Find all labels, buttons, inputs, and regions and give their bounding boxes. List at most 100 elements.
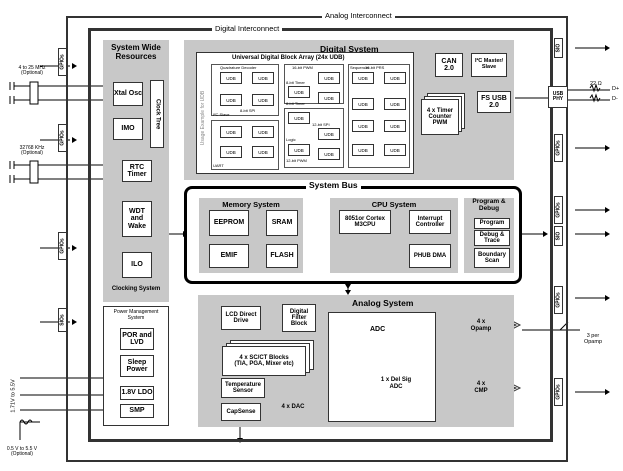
clocking-system-label: Clocking System	[111, 286, 161, 292]
udb-block: UDB	[384, 72, 406, 84]
scct-blocks: 4 x SC/CT Blocks (TIA, PGA, Mixer etc)	[222, 346, 306, 376]
udb-block: UDB	[252, 94, 274, 106]
udb-block: UDB	[318, 128, 340, 140]
boost-label: 0.5 V to 5.5 V (Optional)	[6, 446, 38, 458]
sio-left: SIOs	[58, 308, 67, 332]
udb-label-seq: Sequencer	[350, 65, 370, 70]
sio-right-2: SIO	[554, 226, 563, 246]
emif: EMIF	[209, 244, 249, 268]
udb-block: UDB	[318, 72, 340, 84]
udb-group-5	[348, 64, 410, 168]
boundary-scan: Boundary Scan	[474, 248, 510, 268]
cmp-label: 4 x CMP	[474, 381, 488, 394]
udb-block: UDB	[220, 72, 242, 84]
clock-tree-label: Clock Tree	[154, 98, 161, 130]
program: Program	[474, 218, 510, 229]
udb-block: UDB	[384, 120, 406, 132]
gpio-right-4: GPIOs	[554, 378, 563, 406]
opamp-label: 4 x Opamp	[470, 319, 492, 332]
usb-dminus-label: D-	[612, 96, 618, 102]
adc-block	[328, 312, 436, 422]
smp: SMP	[120, 404, 154, 418]
gpio-left-1: GPIOs	[58, 48, 67, 76]
udb-label-prs16: 16-bit PRS	[365, 65, 385, 70]
digital-interconnect-label: Digital Interconnect	[212, 24, 283, 33]
dac-label: 4 x DAC	[281, 403, 305, 410]
clock-tree: Clock Tree	[150, 80, 164, 148]
sleep-power: Sleep Power	[120, 355, 154, 377]
udb-label-pwm16: 16-bit PWM	[292, 65, 313, 70]
opamp-pins-label: 3 per Opamp	[583, 333, 603, 345]
gpio-left-2: GPIOs	[58, 124, 67, 152]
fs-usb-2-0: FS USB 2.0	[477, 91, 511, 113]
udb-label-timer8: 8-bit Timer	[286, 80, 305, 85]
udb-label-spi8: 8-bit SPI	[240, 108, 256, 113]
digital-filter-block: Digital Filter Block	[282, 304, 316, 332]
wdt-and-wake: WDT and Wake	[122, 201, 152, 237]
cmp: 4 x CMP	[466, 378, 496, 398]
rtc-timer: RTC Timer	[122, 160, 152, 182]
sram: SRAM	[266, 210, 298, 236]
vdd-range-text: 1.71V to 5.5V	[11, 379, 17, 413]
udb-block: UDB	[288, 86, 310, 98]
udb-block: UDB	[288, 112, 310, 124]
usb-dplus-label: D+	[612, 86, 620, 92]
scct-title: 4 x SC/CT Blocks	[239, 354, 289, 361]
xtal-osc: Xtal Osc	[113, 82, 143, 106]
eeprom: EEPROM	[209, 210, 249, 236]
analog-interconnect-frame	[66, 16, 568, 462]
udb-block: UDB	[252, 126, 274, 138]
temperature-sensor: Temperature Sensor	[221, 378, 265, 398]
udb-array-title: Universal Digital Block Array (24x UDB)	[232, 55, 345, 61]
xtal-freq-label: 4 to 25 MHz (Optional)	[18, 65, 46, 77]
flash: FLASH	[266, 244, 298, 268]
res-22-label: 22 Ω	[590, 81, 602, 87]
del-sig-label: 1 x Del Sig ADC	[380, 377, 412, 390]
udb-block: UDB	[352, 120, 374, 132]
capsense: CapSense	[221, 403, 261, 421]
digital-system-title: Digital System	[320, 44, 379, 54]
digital-interconnect-frame	[88, 28, 553, 442]
usb-phy: USB PHY	[548, 86, 568, 108]
phub-dma: PHUB DMA	[409, 244, 451, 268]
udb-group-3	[284, 64, 344, 104]
udb-usage-label: Usage Example for UDB	[200, 90, 206, 146]
gpio-left-3: GPIOs	[58, 232, 67, 260]
udb-block: UDB	[384, 98, 406, 110]
udb-block: UDB	[220, 126, 242, 138]
udb-block: UDB	[252, 72, 274, 84]
udb-label-timer8b: 8-bit Timer	[286, 101, 305, 106]
timer-counter-pwm: 4 x Timer Counter PWM	[421, 99, 459, 135]
watch-xtal-label: 32768 KHz (Optional)	[19, 145, 45, 157]
udb-block: UDB	[318, 92, 340, 104]
udb-block: UDB	[352, 144, 374, 156]
ldo-1-8v: 1.8V LDO	[120, 386, 154, 400]
system-bus-label: System Bus	[306, 180, 361, 190]
del-sig-adc: 1 x Del Sig ADC	[370, 370, 422, 398]
program-debug-title: Program & Debug	[472, 198, 506, 212]
udb-label-spi12: 12-bit SPI	[312, 122, 330, 127]
cpu-system-title: CPU System	[371, 200, 417, 209]
cpu-core: 8051or Cortex M3CPU	[339, 210, 391, 234]
system-wide-title: System Wide Resources	[111, 43, 161, 61]
ilo: ILO	[122, 252, 152, 278]
interrupt-controller: Interrupt Controller	[409, 210, 451, 234]
vdd-range-label: 1.71V to 5.5V	[8, 374, 20, 418]
udb-label-quad: Quadrature Decoder	[220, 65, 257, 70]
udb-group-2	[211, 120, 279, 170]
udb-block: UDB	[352, 72, 374, 84]
gpio-right-1: GPIOs	[554, 134, 563, 162]
udb-usage-label-wrap: Usage Example for UDB	[198, 64, 208, 172]
udb-group-4	[284, 108, 344, 168]
udb-label-uart: UART	[213, 163, 224, 168]
can-2-0: CAN 2.0	[435, 53, 463, 77]
udb-label-i2c: I²C Slave	[213, 112, 230, 117]
gpio-right-2: GPIOs	[554, 196, 563, 224]
udb-group-1	[211, 64, 279, 116]
i2c-master-slave: I²C Master/ Slave	[471, 53, 507, 77]
analog-interconnect-label: Analog Interconnect	[322, 11, 395, 20]
sio-right-1: SIO	[554, 38, 563, 58]
udb-block: UDB	[288, 144, 310, 156]
dac: 4 x DAC	[270, 399, 316, 414]
adc-title: ADC	[370, 326, 386, 333]
